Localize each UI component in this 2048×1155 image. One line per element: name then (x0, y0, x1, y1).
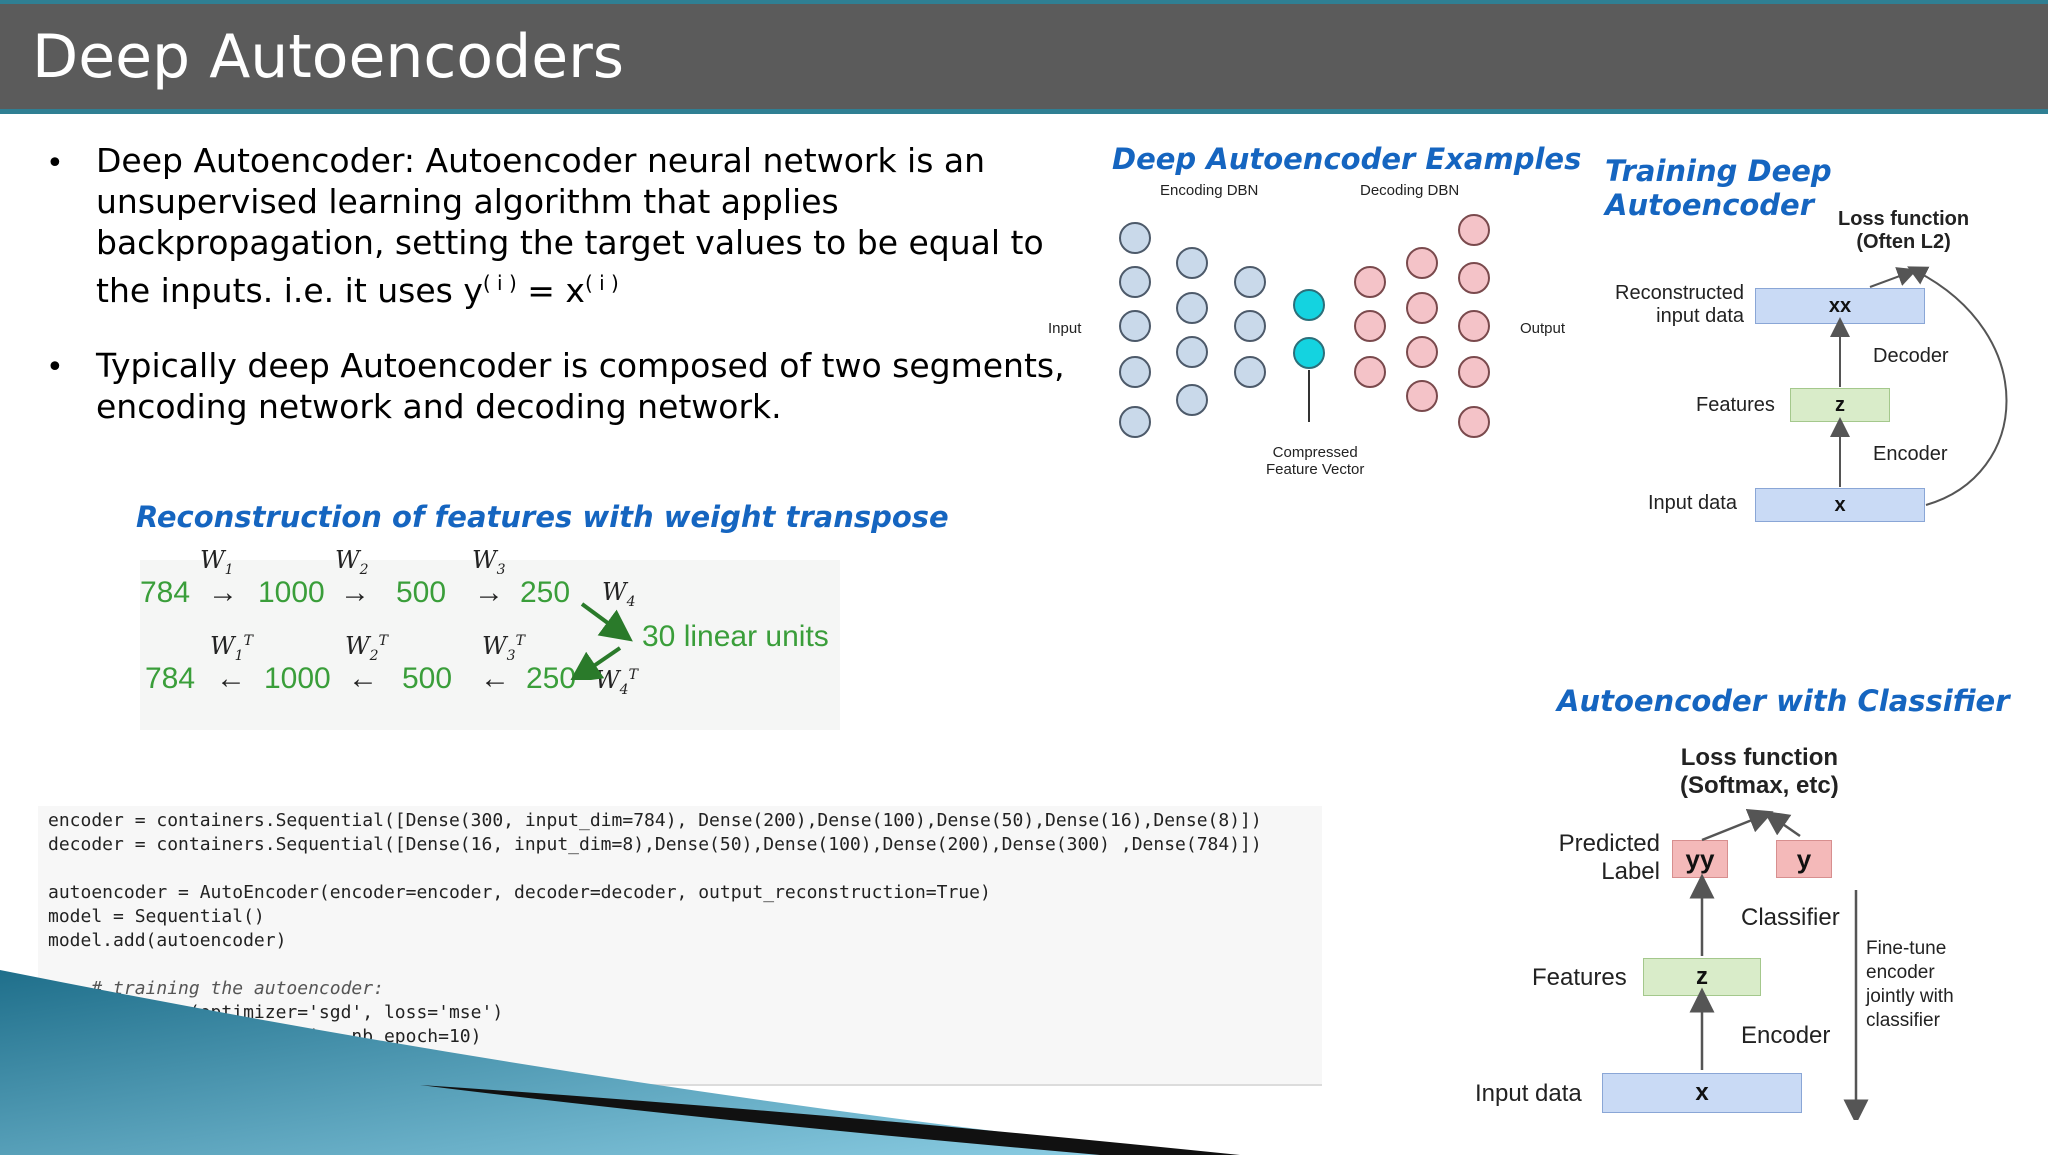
top-unit-784: 784 (140, 576, 191, 609)
bottom-unit-784: 784 (145, 662, 196, 695)
finetune-line4: classifier (1866, 1010, 1940, 1031)
weight-w1t: W1T (210, 632, 253, 664)
bullet-typical: Typically deep Autoencoder is composed o… (96, 345, 1096, 427)
encoder-label: Encoder (1741, 1022, 1831, 1049)
finetune-line2: encoder (1866, 962, 1935, 983)
x-box: x (1602, 1073, 1802, 1113)
bottom-unit-250: 250 (526, 662, 577, 695)
reconstructed-line1: Reconstructed (1615, 282, 1744, 304)
dbn-network-diagram (1119, 214, 1490, 438)
finetune-note: Fine-tune encoder jointly with classifie… (1866, 937, 1954, 1033)
predicted-line1: Predicted (1558, 830, 1660, 857)
converging-arrows (570, 602, 633, 680)
training-heading: Training Deep Autoencoder (1605, 154, 1832, 222)
reconstruction-heading: Reconstruction of features with weight t… (136, 500, 949, 534)
weight-w2t: W2T (345, 632, 388, 664)
bullet-marker: • (46, 350, 64, 385)
weight-w3: W3 (472, 546, 506, 578)
bullet-line4: the inputs. i.e. it uses y (96, 271, 483, 310)
training-loss-label: Loss function (Often L2) (1838, 208, 1969, 254)
weight-w4: W4 (602, 578, 636, 610)
code-line-8: # training the autoencoder: (48, 978, 384, 999)
training-arrows (1830, 266, 2008, 506)
reconstructed-line2: input data (1656, 305, 1744, 327)
input-label: Input (1048, 320, 1082, 337)
features-label: Features (1532, 964, 1627, 991)
code-line-4: autoencoder = AutoEncoder(encoder=encode… (48, 882, 991, 903)
y-box: y (1776, 840, 1832, 878)
code-line-1: encoder = containers.Sequential([Dense(3… (48, 810, 1262, 831)
middle-units: 30 linear units (642, 620, 829, 653)
classifier-arrows (1689, 809, 1869, 1120)
top-unit-500: 500 (396, 576, 447, 609)
reconstruction-figure: W1 W2 W3 W4 784 → 1000 → 500 → 250 30 li… (140, 546, 840, 730)
slide-title: Deep Autoencoders (32, 22, 625, 92)
superscript-i: ( i ) (482, 271, 517, 295)
bullet-term: Deep Autoencoder (96, 141, 404, 180)
classifier-label: Classifier (1741, 904, 1840, 931)
code-line-6: model.add(autoencoder) (48, 930, 287, 951)
weight-w2: W2 (335, 546, 369, 578)
encoder-label: Encoder (1873, 443, 1948, 465)
arrow-right: → (208, 576, 238, 609)
decoding-dbn-label: Decoding DBN (1360, 182, 1460, 199)
arrow-right: → (474, 576, 504, 609)
decorative-swoosh (0, 970, 1240, 1155)
predicted-line2: Label (1601, 858, 1660, 885)
classifier-loss-label: Loss function (Softmax, etc) (1680, 744, 1839, 800)
bullet-line2: encoding network and decoding network. (96, 387, 782, 426)
decoder-label: Decoder (1873, 345, 1949, 367)
loss-line2: (Often L2) (1856, 231, 1951, 253)
bullet-line2: unsupervised learning algorithm that app… (96, 182, 839, 221)
top-unit-1000: 1000 (258, 576, 325, 609)
title-bar (0, 0, 2048, 114)
bullet-deep-autoencoder: Deep Autoencoder: Autoencoder neural net… (96, 140, 1096, 311)
compressed-label: Compressed Feature Vector (1266, 444, 1364, 478)
compressed-line1: Compressed (1272, 444, 1358, 461)
bullet-marker: • (46, 146, 64, 181)
dbn-examples-heading: Deep Autoencoder Examples (1112, 142, 1582, 176)
arrow-right: → (340, 576, 370, 609)
top-unit-250: 250 (520, 576, 571, 609)
arrow-left: ← (480, 662, 510, 695)
features-label: Features (1696, 394, 1775, 416)
arrow-left: ← (348, 662, 378, 695)
yy-box: yy (1672, 840, 1728, 878)
superscript-i: ( i ) (584, 271, 619, 295)
arrow-left: ← (216, 662, 246, 695)
weight-w1: W1 (200, 546, 234, 578)
compressed-line2: Feature Vector (1266, 461, 1365, 478)
loss-line1: Loss function (1680, 744, 1839, 771)
bottom-unit-1000: 1000 (264, 662, 331, 695)
loss-line1: Loss function (1838, 208, 1970, 230)
encoding-dbn-label: Encoding DBN (1160, 182, 1259, 199)
input-data-label: Input data (1475, 1080, 1582, 1107)
bullet-line1: Autoencoder neural network is an (415, 141, 986, 180)
bottom-unit-500: 500 (402, 662, 453, 695)
finetune-line3: jointly with (1866, 986, 1954, 1007)
x-box: x (1755, 488, 1925, 522)
classifier-heading: Autoencoder with Classifier (1557, 684, 2010, 718)
reconstructed-label: Reconstructed input data (1604, 282, 1744, 328)
bullet-line3: backpropagation, setting the target valu… (96, 223, 1044, 262)
bullet-line1: Typically deep Autoencoder is composed o… (96, 346, 1065, 385)
bullet-colon: : (403, 141, 415, 180)
predicted-label: Predicted Label (1540, 830, 1660, 886)
code-line-2: decoder = containers.Sequential([Dense(1… (48, 834, 1262, 855)
output-label: Output (1520, 320, 1566, 337)
code-line-5: model = Sequential() (48, 906, 265, 927)
weight-w3t: W3T (482, 632, 525, 664)
input-data-label: Input data (1648, 492, 1737, 514)
loss-line2: (Softmax, etc) (1680, 772, 1839, 799)
equals-x: = x (516, 271, 585, 310)
finetune-line1: Fine-tune (1866, 938, 1947, 959)
